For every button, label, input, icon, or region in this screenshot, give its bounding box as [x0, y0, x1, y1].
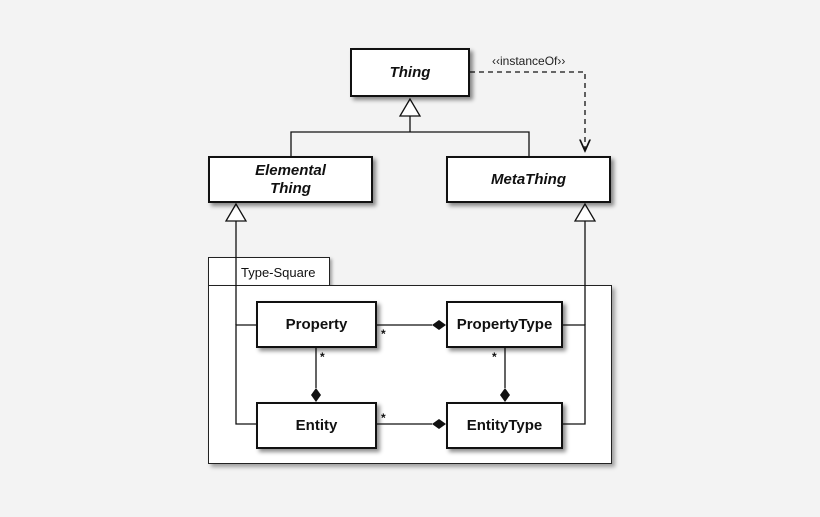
generalization-triangle-meta [573, 202, 597, 222]
composition-diamond [500, 388, 510, 402]
generalization-to-elemental-thing [224, 202, 256, 425]
package-tab: Type-Square [208, 257, 330, 287]
class-entity-type-label: EntityType [466, 416, 543, 434]
multiplicity-property-propertytype: * [381, 327, 386, 341]
class-entity: Entity [256, 402, 377, 449]
composition-property-propertytype [377, 320, 446, 330]
multiplicity-entity-entitytype: * [381, 411, 386, 425]
multiplicity-property-entity: * [320, 350, 325, 364]
instance-of-dependency [470, 71, 585, 151]
class-thing: Thing [350, 48, 470, 97]
class-property-label: Property [285, 315, 348, 333]
composition-diamond [432, 320, 446, 330]
class-property-type: PropertyType [446, 301, 563, 348]
package-name: Type-Square [241, 264, 316, 280]
generalization-triangle-elemental [224, 202, 248, 222]
class-property-type-label: PropertyType [456, 315, 553, 333]
generalization-to-thing [290, 97, 530, 156]
class-entity-type: EntityType [446, 402, 563, 449]
class-meta-thing-label: MetaThing [491, 170, 566, 188]
multiplicity-propertytype-entitytype: * [492, 350, 497, 364]
class-property: Property [256, 301, 377, 348]
generalization-to-meta-thing [563, 202, 597, 425]
generalization-triangle-thing [398, 97, 422, 117]
composition-propertytype-entitytype [500, 348, 510, 402]
composition-property-entity [311, 348, 321, 402]
class-elemental-thing-label-2: Thing [270, 179, 311, 197]
composition-entity-entitytype [377, 419, 446, 429]
composition-diamond [432, 419, 446, 429]
class-thing-label: Thing [389, 63, 431, 81]
instance-of-label: ‹‹instanceOf›› [492, 54, 566, 68]
class-elemental-thing-label-1: Elemental [255, 161, 326, 179]
class-entity-label: Entity [295, 416, 338, 434]
composition-diamond [311, 388, 321, 402]
class-meta-thing: MetaThing [446, 156, 611, 203]
class-elemental-thing: Elemental Thing [208, 156, 373, 203]
